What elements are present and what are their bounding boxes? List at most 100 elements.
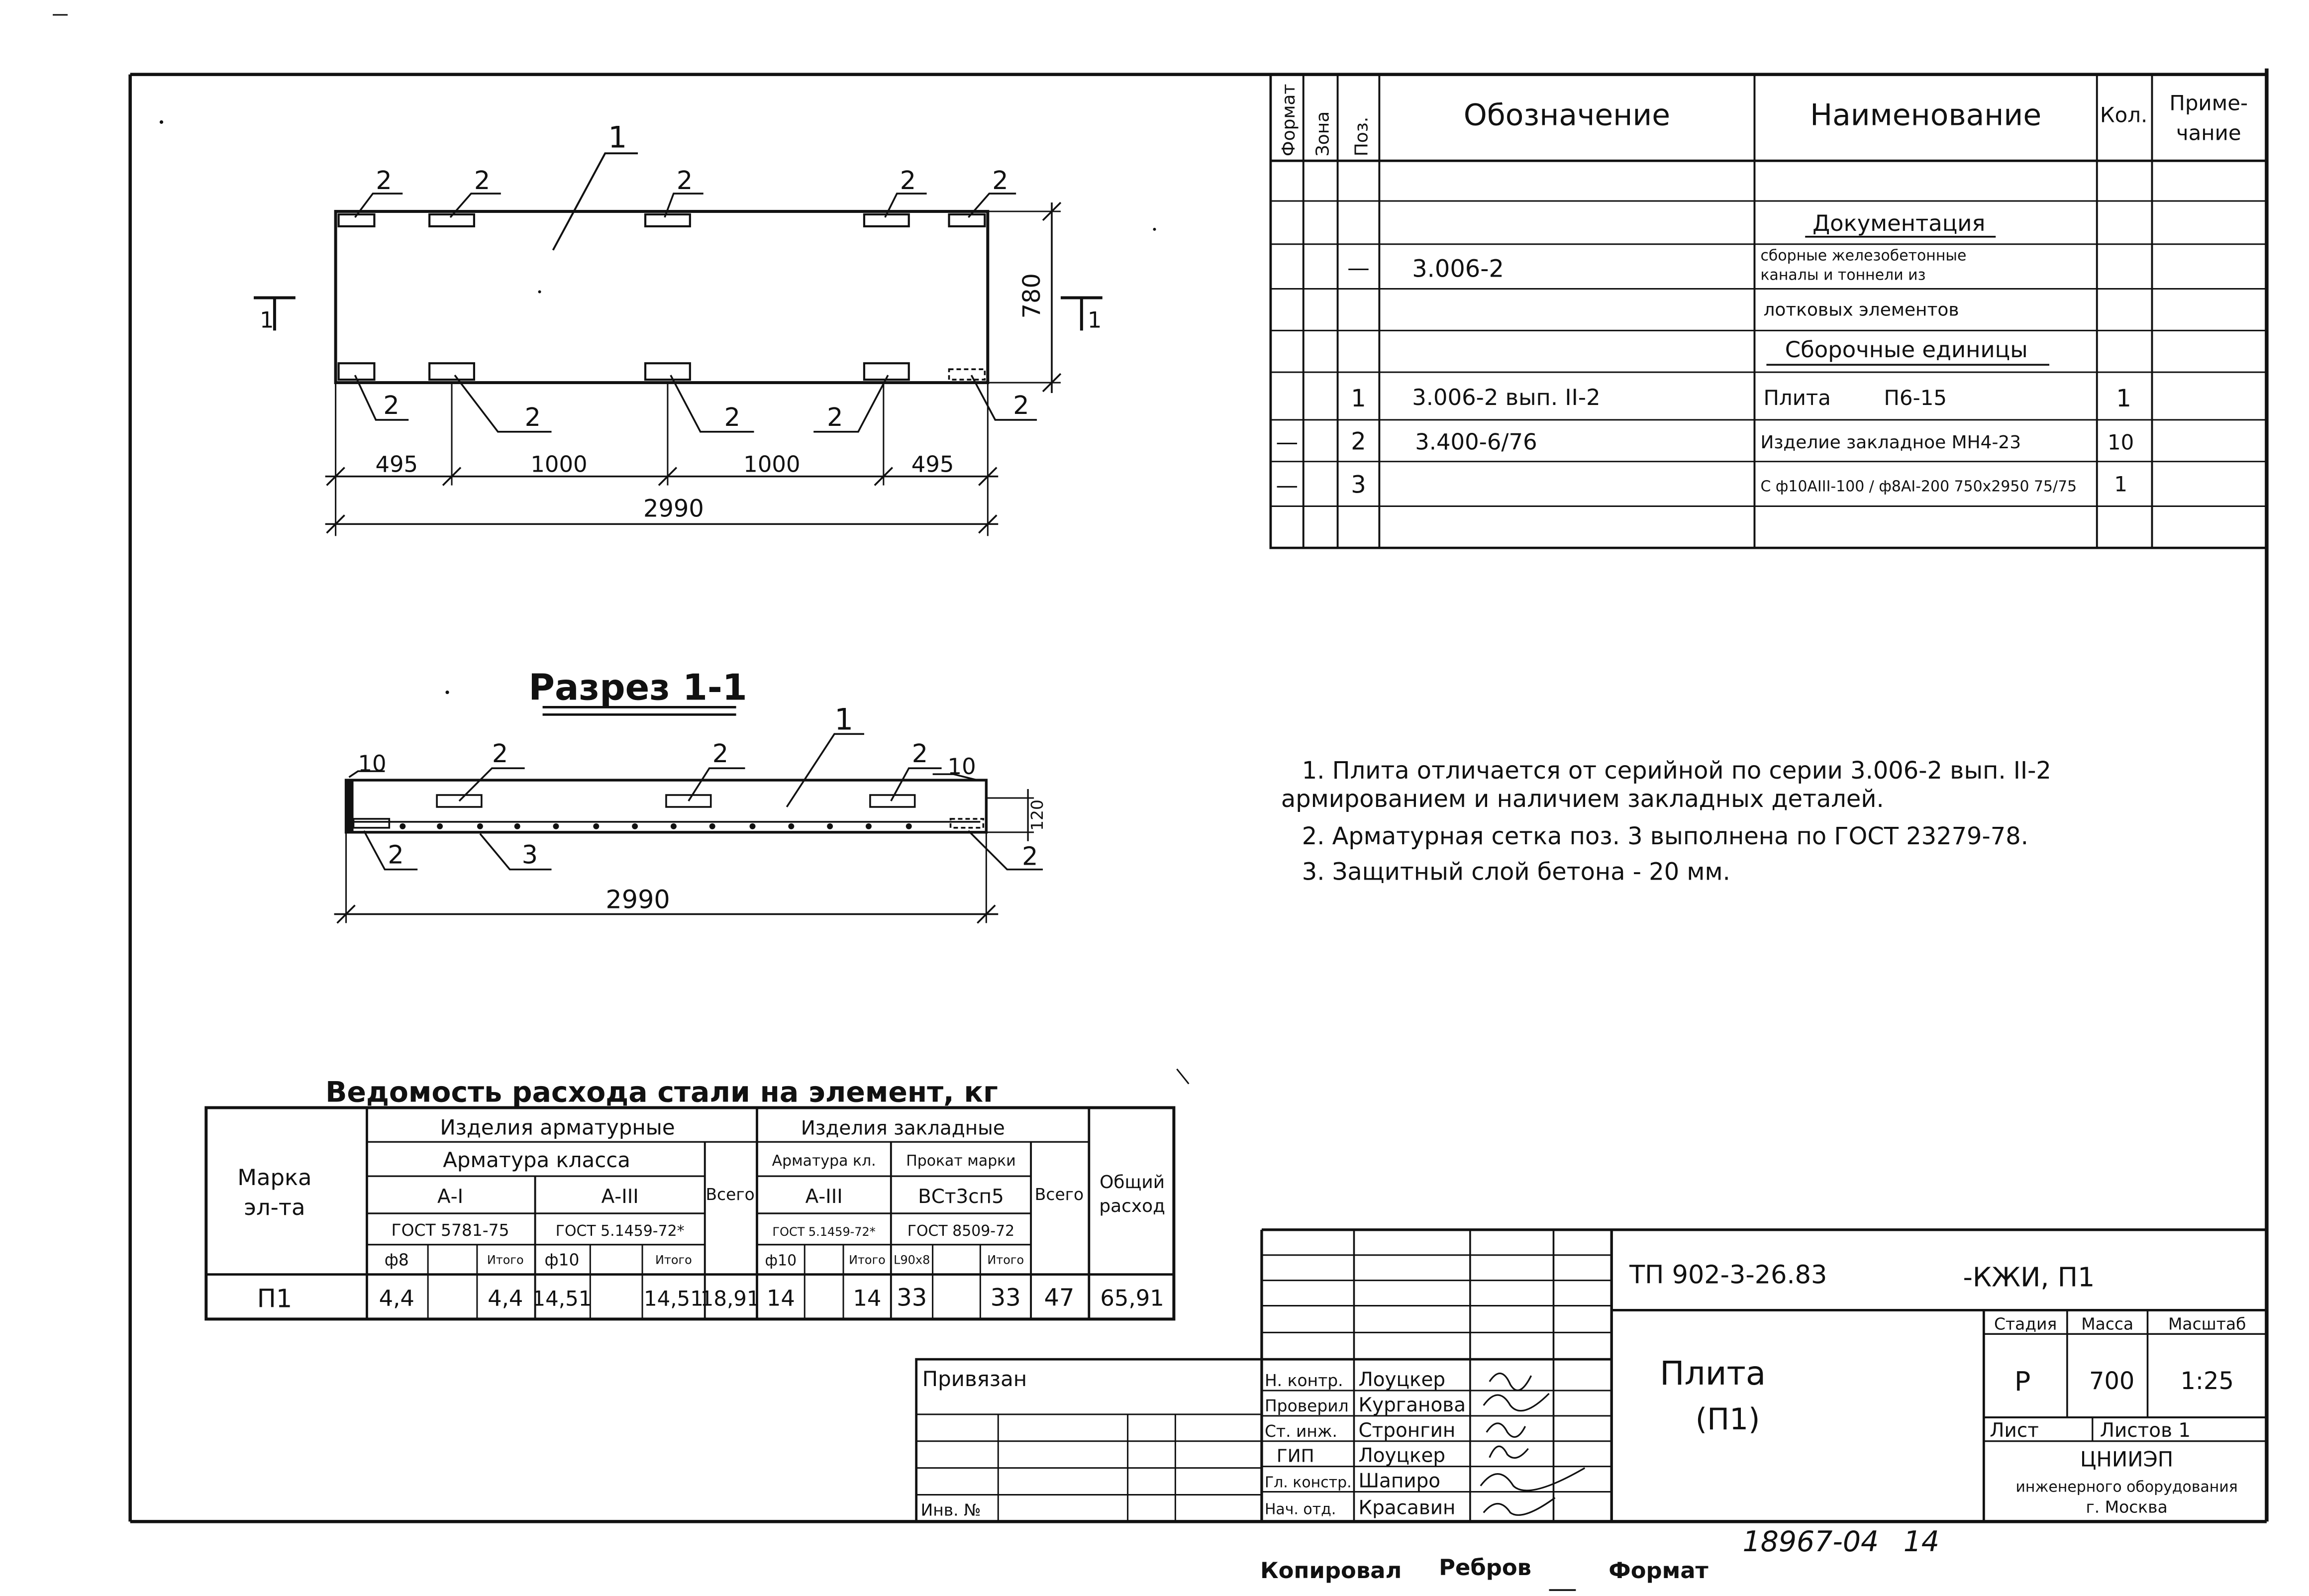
note-1a: 1. Плита отличается от серийной по серии… xyxy=(1302,757,2051,785)
steel-cell-10: 14 xyxy=(853,1285,881,1311)
steel-cell-3: 4,4 xyxy=(488,1285,523,1311)
section-label-10-left: 10 xyxy=(358,750,386,777)
spec-section-units: Сборочные единицы xyxy=(1785,336,2028,363)
notes-block: 1. Плита отличается от серийной по серии… xyxy=(1281,757,2051,886)
footer-number: 18967-04 xyxy=(1743,1525,1879,1558)
section-label-2-d: 2 xyxy=(388,840,403,870)
steel-h-rolled: Прокат марки xyxy=(906,1152,1015,1170)
tb-bound: Привязан xyxy=(922,1367,1027,1391)
plan-label-2-c: 2 xyxy=(677,166,693,195)
steel-h-emb-class: Арматура кл. xyxy=(772,1152,876,1170)
section-mark-right: 1 xyxy=(1060,296,1103,333)
plan-label-1: 1 xyxy=(608,120,627,155)
specification-table: Формат Зона Поз. Обозначение Наименовани… xyxy=(1269,73,2268,549)
steel-cell-0: П1 xyxy=(257,1284,293,1313)
spec-header-note1: Приме- xyxy=(2169,91,2248,115)
tb-role-0: Н. контр. xyxy=(1265,1371,1343,1390)
tb-stage: Р xyxy=(2014,1366,2030,1397)
plan-dim-2: 1000 xyxy=(530,451,587,478)
steel-h-gost4: ГОСТ 8509-72 xyxy=(907,1222,1014,1240)
section-1-1-view: Разрез 1-1 1 2 2 2 10 10 xyxy=(334,666,1047,924)
tb-name-2: Стронгин xyxy=(1358,1419,1455,1442)
section-label-2-b: 2 xyxy=(712,739,728,768)
steel-cell-8: 14 xyxy=(767,1285,795,1311)
steel-h-ai: А-I xyxy=(437,1186,463,1208)
steel-h-sum: Общий xyxy=(1100,1172,1165,1193)
steel-h-gost1: ГОСТ 5781-75 xyxy=(392,1220,509,1240)
tb-name-5: Красавин xyxy=(1358,1496,1455,1519)
spec-row-2-name: Изделие закладное МН4-23 xyxy=(1760,432,2021,453)
steel-h-sum2: расход xyxy=(1099,1196,1165,1216)
spec-doc-name-l2: каналы и тоннели из xyxy=(1760,267,1925,284)
plan-view: 1 2 2 2 2 2 2 2 2 2 2 780 1 xyxy=(254,120,1103,536)
section-dim-height: 120 xyxy=(1027,799,1047,831)
plan-label-2-j: 2 xyxy=(1013,391,1029,420)
spec-header-name: Наименование xyxy=(1810,98,2041,132)
plan-label-2-h: 2 xyxy=(724,402,740,432)
spec-row-3-name: С ф10АIII-100 / ф8АI-200 750х2950 75/75 xyxy=(1760,478,2077,496)
steel-h-aiii2: А-III xyxy=(805,1186,843,1208)
steel-h-itog4: Итого xyxy=(987,1253,1024,1267)
plan-dim-4: 495 xyxy=(911,451,954,478)
tb-item-name: Плита xyxy=(1660,1354,1766,1393)
tb-sheets: Листов 1 xyxy=(2100,1419,2191,1442)
stray-marks xyxy=(159,120,1190,1085)
spec-row-2-pos: 2 xyxy=(1351,428,1366,456)
section-mark-left: 1 xyxy=(254,296,296,333)
tb-h-scale: Масштаб xyxy=(2168,1314,2246,1333)
steel-cell-6: 14,51 xyxy=(644,1286,703,1310)
section-edge-fill xyxy=(346,780,354,832)
steel-h-gost3: ГОСТ 5.1459-72* xyxy=(773,1225,876,1239)
steel-h-itog1: Итого xyxy=(487,1253,524,1267)
tb-name-1: Курганова xyxy=(1358,1394,1466,1416)
tb-role-3: ГИП xyxy=(1277,1446,1314,1467)
steel-table: Ведомость расхода стали на элемент, кг М… xyxy=(204,1076,1176,1321)
note-1b: армированием и наличием закладных детале… xyxy=(1281,786,1884,813)
section-label-1: 1 xyxy=(834,702,853,737)
steel-h-arm: Изделия арматурные xyxy=(440,1115,675,1139)
spec-row-2-qty: 10 xyxy=(2108,430,2134,455)
tb-code: ТП 902-3-26.83 xyxy=(1629,1260,1827,1290)
section-label-2-c: 2 xyxy=(912,739,928,768)
plan-dim-3: 1000 xyxy=(743,451,800,478)
footer: 18967-04 14 Копировал Ребров Формат xyxy=(1260,1525,1939,1591)
steel-h-total2: Всего xyxy=(1035,1185,1084,1204)
rebar-dots xyxy=(400,823,912,829)
tb-org-1: ЦНИИЭП xyxy=(2080,1447,2173,1472)
steel-h-d10: ф10 xyxy=(544,1250,579,1270)
steel-h-class: Арматура класса xyxy=(443,1148,630,1172)
note-2: 2. Арматурная сетка поз. 3 выполнена по … xyxy=(1302,823,2028,850)
steel-h-aiii: А-III xyxy=(602,1186,639,1208)
spec-header-format: Формат xyxy=(1279,84,1299,157)
note-3: 3. Защитный слой бетона - 20 мм. xyxy=(1302,859,1730,886)
steel-h-itog3: Итого xyxy=(849,1253,886,1267)
tb-role-5: Нач. отд. xyxy=(1265,1500,1336,1518)
tb-mass: 700 xyxy=(2089,1368,2134,1395)
spec-row-2-fmt: — xyxy=(1276,429,1298,455)
tb-org-3: г. Москва xyxy=(2086,1497,2167,1516)
tb-name-3: Лоуцкер xyxy=(1358,1445,1445,1467)
spec-row-1-code: 3.006-2 вып. II-2 xyxy=(1412,384,1600,410)
signatures xyxy=(1480,1372,1586,1516)
steel-cell-14: 47 xyxy=(1044,1284,1075,1311)
steel-h-mark2: эл-та xyxy=(244,1194,305,1220)
spec-section-docs: Документация xyxy=(1812,210,1985,236)
footer-page: 14 xyxy=(1904,1525,1939,1558)
steel-h-vst: ВСт3сп5 xyxy=(918,1186,1004,1208)
spec-header-pos: Поз. xyxy=(1351,117,1372,156)
steel-h-d8: ф8 xyxy=(385,1250,409,1270)
section-label-2-e: 2 xyxy=(1022,842,1038,871)
spec-row-3-fmt: — xyxy=(1276,472,1298,499)
spec-row-2-code: 3.400-6/76 xyxy=(1415,429,1537,455)
spec-row-1-qty: 1 xyxy=(2116,385,2131,412)
spec-row-3-pos: 3 xyxy=(1351,472,1366,499)
steel-h-total: Всего xyxy=(705,1185,754,1204)
plan-dim-780: 780 xyxy=(1018,273,1046,318)
tb-scale: 1:25 xyxy=(2180,1368,2234,1395)
steel-h-emb: Изделия закладные xyxy=(801,1117,1005,1139)
plan-label-2-d: 2 xyxy=(900,166,916,195)
steel-cell-11: 33 xyxy=(897,1284,927,1311)
section-mark-left-num: 1 xyxy=(260,306,274,333)
title-block: Привязан Инв. № ТП 902-3-26.83 -КЖИ, П1 … xyxy=(915,1228,2267,1523)
